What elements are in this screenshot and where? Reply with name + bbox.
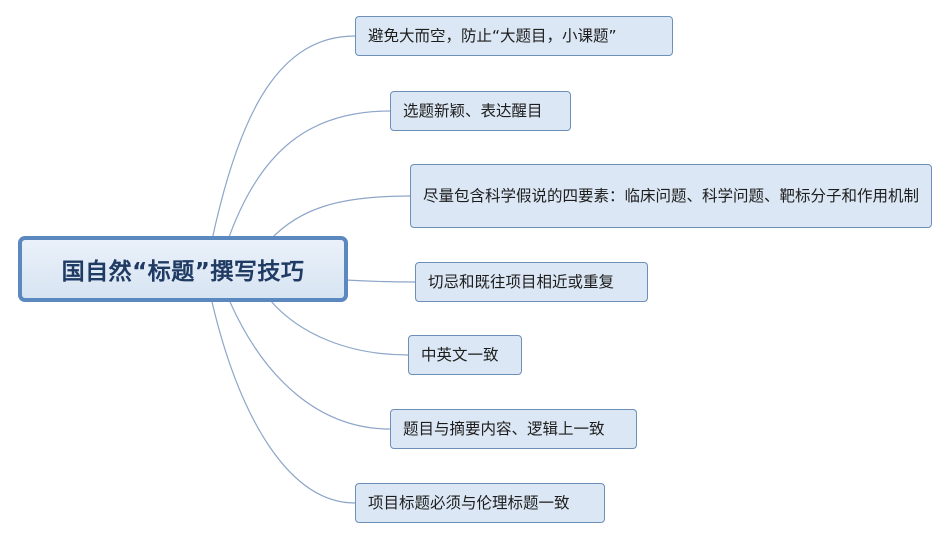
connector-6 <box>229 301 391 430</box>
connector-2 <box>227 110 391 241</box>
branch-avoid-duplicate[interactable]: 切忌和既往项目相近或重复 <box>415 262 648 302</box>
branch-novel-topic[interactable]: 选题新颖、表达醒目 <box>390 91 571 131</box>
branch-label: 选题新颖、表达醒目 <box>403 101 543 120</box>
root-topic[interactable]: 国自然“标题”撰写技巧 <box>18 236 348 302</box>
connector-5 <box>269 299 409 356</box>
branch-avoid-vague[interactable]: 避免大而空，防止“大题目，小课题” <box>355 16 673 56</box>
branch-label: 中英文一致 <box>421 345 499 364</box>
branch-four-elements[interactable]: 尽量包含科学假说的四要素：临床问题、科学问题、靶标分子和作用机制 <box>410 164 932 228</box>
branch-label: 避免大而空，防止“大题目，小课题” <box>368 26 617 45</box>
connector-3 <box>269 195 411 241</box>
branch-ethics-title-consistent[interactable]: 项目标题必须与伦理标题一致 <box>355 483 605 523</box>
branch-title-abstract-consistent[interactable]: 题目与摘要内容、逻辑上一致 <box>390 409 637 449</box>
branch-cn-en-consistent[interactable]: 中英文一致 <box>408 335 522 375</box>
root-topic-label: 国自然“标题”撰写技巧 <box>61 259 305 285</box>
branch-label: 尽量包含科学假说的四要素：临床问题、科学问题、靶标分子和作用机制 <box>423 186 920 205</box>
branch-label: 项目标题必须与伦理标题一致 <box>368 493 570 512</box>
connector-4 <box>344 279 416 283</box>
connector-1 <box>211 35 356 241</box>
branch-label: 题目与摘要内容、逻辑上一致 <box>403 419 605 438</box>
branch-label: 切忌和既往项目相近或重复 <box>428 272 615 291</box>
connector-7 <box>211 301 356 504</box>
